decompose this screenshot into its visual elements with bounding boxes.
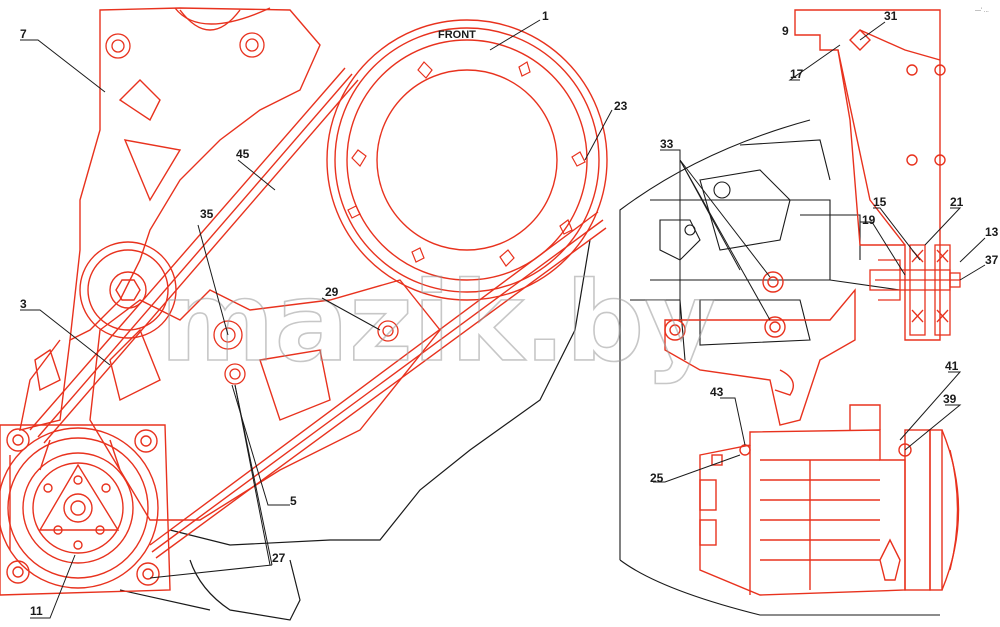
callout-37: 37 <box>985 253 999 267</box>
callout-21: 21 <box>950 195 964 209</box>
corner-mark: —' ... <box>975 8 989 14</box>
callout-29: 29 <box>325 285 339 299</box>
drive-belt <box>29 67 607 559</box>
leader-lines <box>20 19 986 619</box>
callout-45: 45 <box>236 147 250 161</box>
callout-23: 23 <box>614 99 628 113</box>
callout-17: 17 <box>790 67 804 81</box>
callout-13: 13 <box>985 225 999 239</box>
callout-25: 25 <box>650 471 664 485</box>
engine-block-outline <box>119 239 591 621</box>
callout-39: 39 <box>943 392 957 406</box>
callout-3: 3 <box>20 297 27 311</box>
ac-compressor-front <box>0 424 171 596</box>
bracket-bolts <box>105 32 399 385</box>
callout-19: 19 <box>862 213 876 227</box>
callout-7: 7 <box>20 27 27 41</box>
callout-41: 41 <box>945 359 959 373</box>
callout-1: 1 <box>542 9 549 23</box>
callout-11: 11 <box>30 604 43 618</box>
side-bracket <box>664 9 946 426</box>
callout-27: 27 <box>272 551 286 565</box>
front-label: FRONT <box>438 29 476 41</box>
callout-33: 33 <box>660 137 674 151</box>
callout-43: 43 <box>710 385 724 399</box>
engine-block-side <box>619 119 940 616</box>
callout-5: 5 <box>290 494 297 508</box>
ac-compressor-side <box>699 404 960 596</box>
watermark: mazik.by <box>160 258 716 386</box>
crankshaft-pulley <box>326 19 608 301</box>
callout-9: 9 <box>782 24 789 38</box>
callout-31: 31 <box>884 9 898 23</box>
callout-35: 35 <box>200 207 214 221</box>
callouts: 1 23 7 45 35 29 3 5 27 11 9 31 17 33 15 … <box>20 9 999 618</box>
tensioner-assembly <box>869 244 961 336</box>
callout-15: 15 <box>873 195 887 209</box>
mounting-bracket <box>19 7 441 521</box>
